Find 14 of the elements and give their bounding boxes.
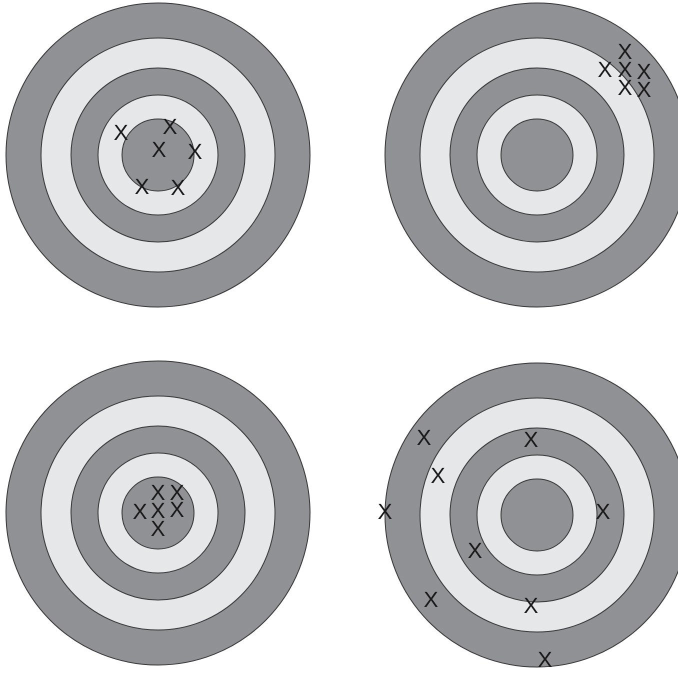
hit-mark: X bbox=[424, 589, 438, 611]
hit-mark: X bbox=[524, 429, 538, 451]
hit-mark: X bbox=[538, 649, 552, 671]
hit-mark: X bbox=[170, 499, 184, 521]
hit-mark: X bbox=[416, 427, 432, 449]
hit-mark: X bbox=[114, 122, 128, 144]
hit-mark: X bbox=[132, 501, 148, 523]
hit-mark: X bbox=[378, 501, 392, 523]
hit-mark: X bbox=[134, 176, 150, 198]
hit-mark: X bbox=[468, 540, 482, 562]
hit-mark: X bbox=[152, 139, 166, 161]
hit-mark: X bbox=[430, 465, 446, 487]
hit-mark: X bbox=[162, 116, 178, 138]
hit-mark: X bbox=[598, 59, 612, 81]
